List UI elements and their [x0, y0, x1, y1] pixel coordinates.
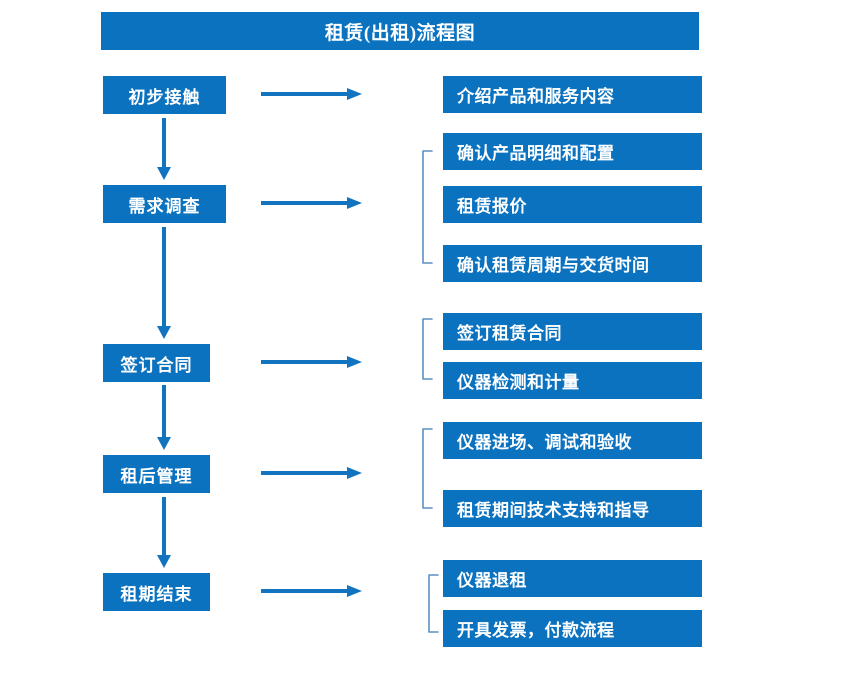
- detail-box-4[interactable]: 确认租赁周期与交货时间: [443, 245, 702, 282]
- bracket-requirements-group: [419, 150, 439, 264]
- arrow-to-contract-icon: [261, 355, 362, 369]
- connector-survey-to-contract-icon: [156, 227, 172, 339]
- stage-box-5[interactable]: 租期结束: [103, 573, 210, 611]
- detail-box-9[interactable]: 仪器退租: [443, 560, 702, 597]
- arrow-to-intro-icon: [261, 87, 362, 101]
- detail-box-8[interactable]: 租赁期间技术支持和指导: [443, 490, 702, 527]
- stage-box-4[interactable]: 租后管理: [103, 455, 210, 493]
- detail-box-6[interactable]: 仪器检测和计量: [443, 362, 702, 399]
- bracket-contract-group: [419, 318, 439, 380]
- bracket-postlease-group: [419, 428, 439, 509]
- arrow-to-requirements-icon: [261, 196, 362, 210]
- arrow-to-lease-end-icon: [261, 584, 362, 598]
- detail-box-10[interactable]: 开具发票，付款流程: [443, 610, 702, 647]
- connector-contact-to-survey-icon: [156, 118, 172, 180]
- detail-box-7[interactable]: 仪器进场、调试和验收: [443, 422, 702, 459]
- connector-contract-to-postlease-icon: [156, 385, 172, 450]
- stage-box-1[interactable]: 初步接触: [103, 76, 226, 114]
- stage-box-3[interactable]: 签订合同: [103, 344, 210, 382]
- page-title: 租赁(出租)流程图: [101, 12, 699, 50]
- stage-box-2[interactable]: 需求调查: [103, 185, 226, 223]
- detail-box-2[interactable]: 确认产品明细和配置: [443, 133, 702, 170]
- detail-box-3[interactable]: 租赁报价: [443, 186, 702, 223]
- detail-box-5[interactable]: 签订租赁合同: [443, 313, 702, 350]
- detail-box-1[interactable]: 介绍产品和服务内容: [443, 76, 702, 113]
- arrow-to-postlease-icon: [261, 466, 362, 480]
- connector-postlease-to-leaseend-icon: [156, 497, 172, 568]
- bracket-leaseend-group: [425, 574, 445, 633]
